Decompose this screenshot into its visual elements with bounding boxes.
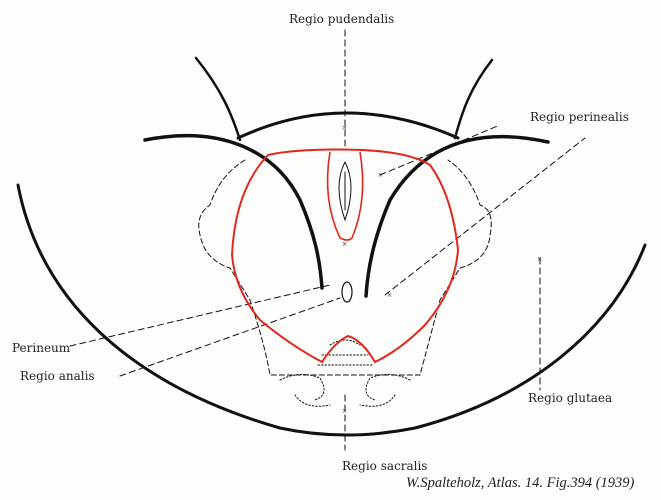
top-arc	[236, 111, 460, 140]
pudendal-red	[326, 151, 364, 241]
marker-x: ×	[342, 239, 347, 249]
left-thigh-fold	[143, 133, 324, 290]
perineal-dashed-outline	[198, 159, 492, 376]
marker-x: ×	[387, 290, 392, 300]
marker-x: ×	[342, 123, 347, 133]
label-regio-sacralis: Regio sacralis	[342, 459, 428, 473]
buttocks-outline	[16, 183, 647, 437]
figure-caption: W.Spalteholz, Atlas. 14. Fig.394 (1939)	[406, 475, 635, 491]
marker-x: ×	[537, 254, 542, 264]
marker-x: ×	[342, 406, 347, 416]
label-regio-perinealis: Regio perinealis	[530, 110, 629, 124]
marker-x: ×	[378, 170, 383, 180]
anus	[341, 281, 353, 303]
perineal-region-red	[230, 148, 460, 364]
vulva-inner	[338, 161, 352, 222]
pointer-lines	[69, 29, 586, 451]
right-thigh-line	[453, 58, 494, 140]
right-thigh-fold	[364, 134, 550, 298]
label-regio-glutaea: Regio glutaea	[528, 391, 613, 405]
sacral-dotted	[279, 339, 411, 407]
label-regio-pudendalis: Regio pudendalis	[289, 12, 395, 26]
label-perineum: Perineum	[12, 341, 71, 355]
left-thigh-line	[194, 56, 242, 142]
label-regio-analis: Regio analis	[20, 369, 95, 383]
